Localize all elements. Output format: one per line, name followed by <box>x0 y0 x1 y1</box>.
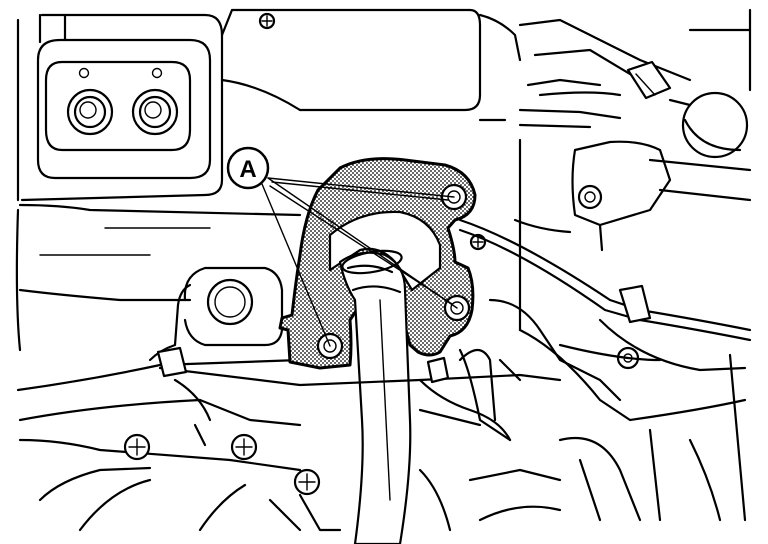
right-cover-panel <box>488 298 640 402</box>
bolt-icon <box>577 184 603 210</box>
connector-top <box>626 60 672 100</box>
round-canister <box>668 91 749 159</box>
bolt-icon <box>123 433 151 461</box>
bolt-icon <box>230 433 258 461</box>
middle-left-body <box>15 203 302 392</box>
right-cable <box>458 218 752 522</box>
mounting-boss <box>183 266 284 347</box>
upper-left-housing <box>16 13 224 202</box>
callout-a-label: A <box>239 156 256 183</box>
callout-a-circle <box>226 146 270 190</box>
port-left <box>66 88 114 136</box>
callout-a: A <box>226 146 458 347</box>
bolt-icon <box>293 468 321 496</box>
top-center-block <box>220 8 522 122</box>
screw-head-icon <box>469 233 487 251</box>
right-plumbing <box>513 8 752 332</box>
lower-engine-block <box>18 423 722 532</box>
screw-head-icon <box>258 12 276 30</box>
lower-harness <box>18 346 562 442</box>
drive-shaft <box>338 249 412 544</box>
port-right <box>131 88 179 136</box>
bracket-right <box>571 140 672 252</box>
